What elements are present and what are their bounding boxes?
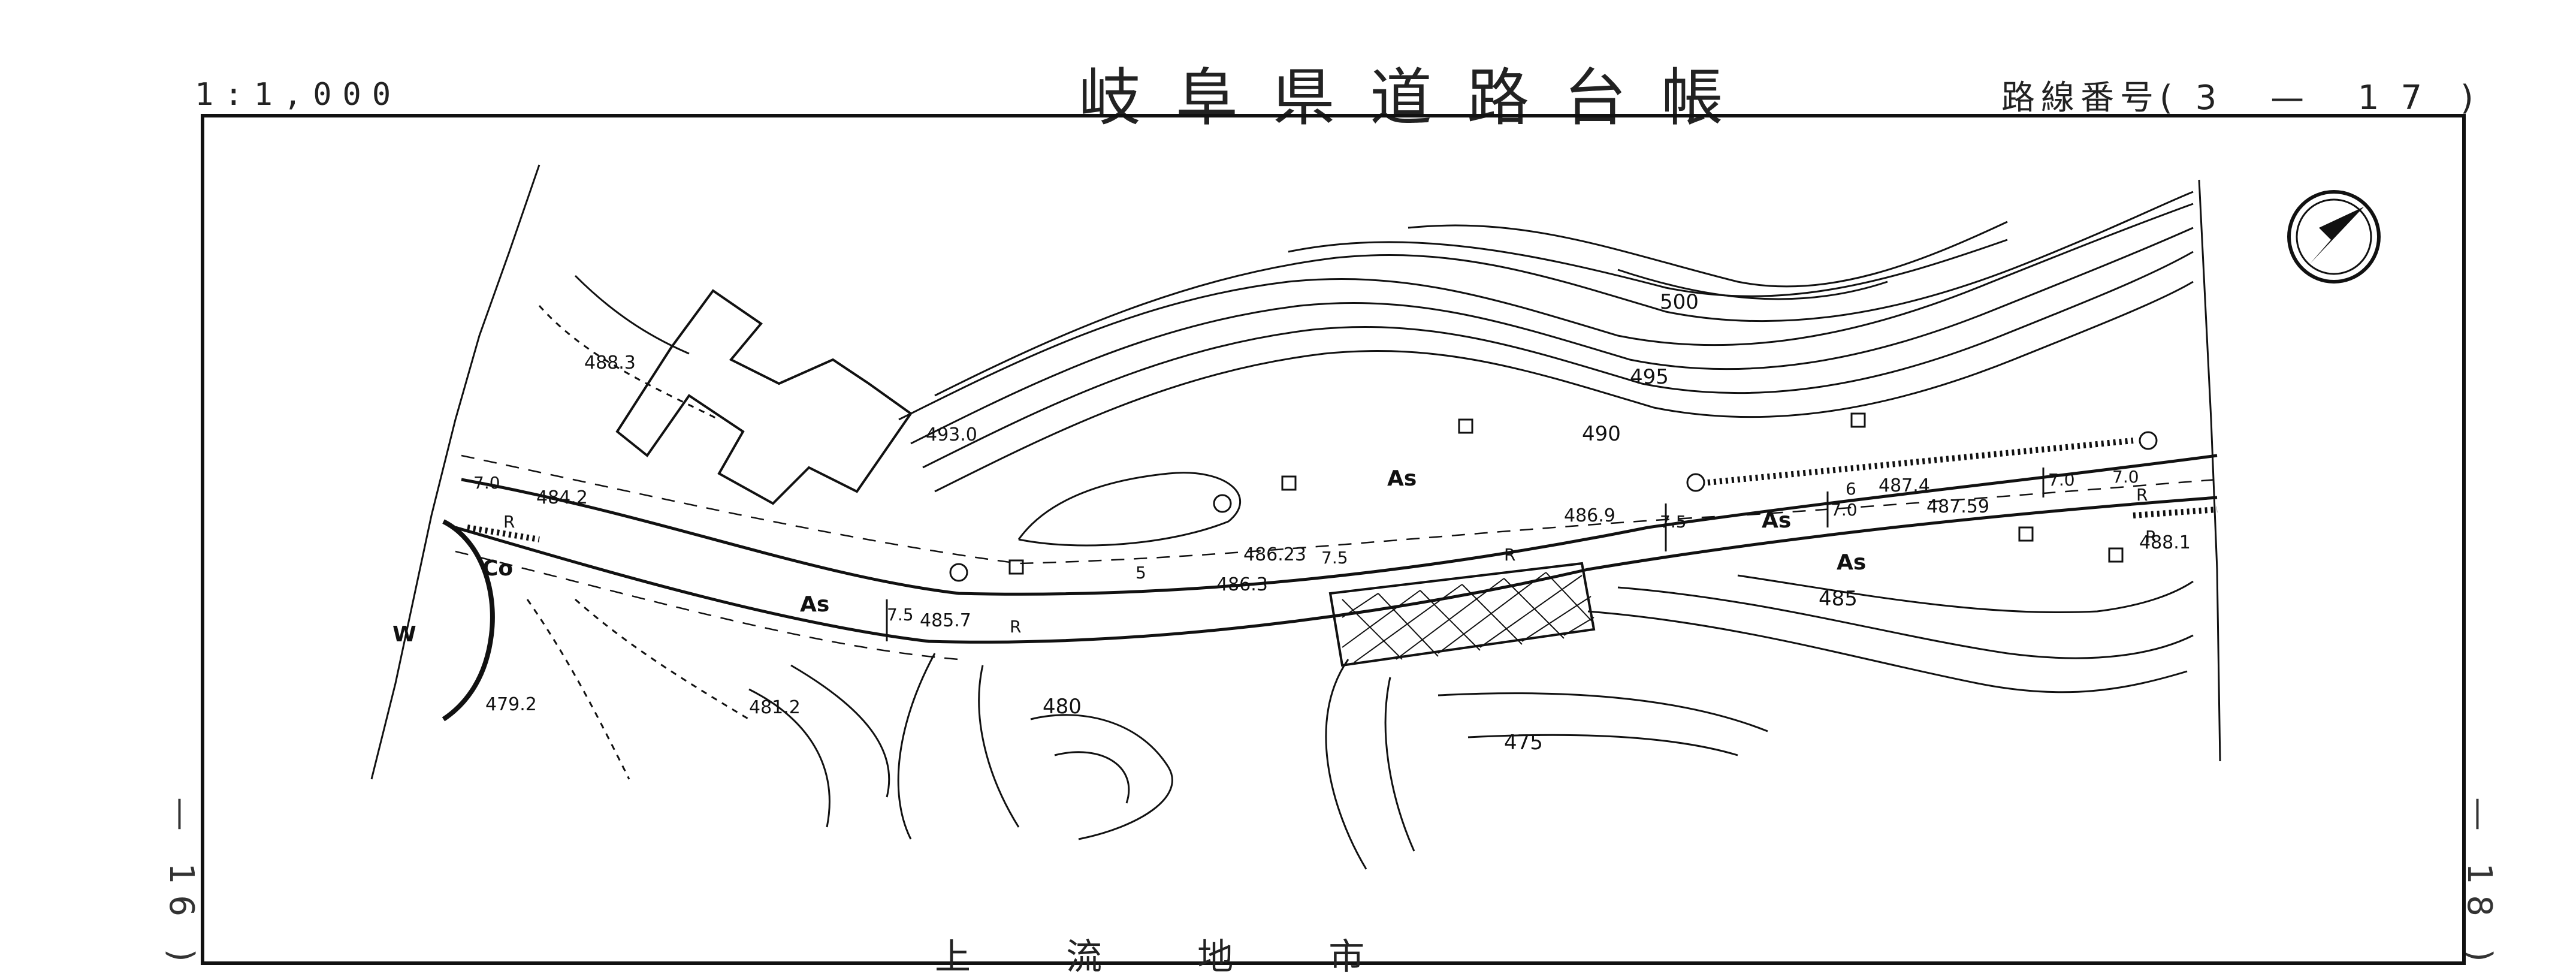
contour-line — [978, 665, 1020, 828]
contour-line — [1288, 239, 2008, 297]
width-label: 7.5 — [887, 605, 914, 625]
catch-basin-icon — [1281, 475, 1297, 491]
right-of-way-line — [455, 550, 959, 661]
manhole-icon — [1686, 473, 1705, 492]
route-number: 路線番号( 3 — 17 ) — [2001, 71, 2480, 119]
elevation-label: 486.23 — [1243, 544, 1306, 565]
contour-line — [1030, 714, 1173, 840]
road-mark: R — [2145, 527, 2157, 547]
surface-label: As — [1387, 466, 1417, 491]
surface-label: As — [800, 592, 829, 617]
contour-line — [790, 664, 890, 798]
width-label: 7.5 — [1321, 548, 1348, 568]
width-label: 5 — [1136, 563, 1146, 583]
elevation-label: 486.3 — [1216, 574, 1268, 595]
route-suffix: ) — [2460, 79, 2480, 117]
elevation-label: 487.4 — [1879, 475, 1930, 496]
contour-line — [910, 227, 2194, 445]
manhole-icon — [1213, 494, 1232, 513]
route-number-value: 3 — 17 — [2195, 79, 2444, 117]
catch-basin-icon — [2108, 547, 2124, 563]
elevation-label: 488.3 — [584, 352, 636, 373]
catch-basin-icon — [2018, 526, 2034, 542]
retaining-pocket — [1017, 472, 1242, 547]
surface-label: As — [1762, 508, 1791, 533]
elevation-label: 493.0 — [926, 424, 977, 445]
lot-line — [575, 598, 750, 720]
road-mark: R — [2136, 485, 2148, 505]
manhole-icon — [949, 563, 968, 582]
contour-label: 485 — [1819, 587, 1858, 611]
contour-line — [1617, 269, 1888, 300]
contour-line — [922, 251, 2194, 469]
surface-label: As — [1837, 550, 1866, 575]
road-centerline — [461, 454, 2218, 565]
contour-line — [1737, 574, 2194, 614]
road-mark: R — [1010, 617, 1021, 637]
survey-boundary-left — [370, 164, 540, 780]
lot-line — [526, 599, 630, 780]
width-label: 7.0 — [1831, 500, 1858, 520]
contour-line — [1617, 586, 2194, 659]
catch-basin-icon — [1850, 412, 1866, 428]
contour-line — [897, 653, 936, 840]
contour-label: 480 — [1043, 695, 1082, 719]
contour-line — [1054, 751, 1130, 804]
lot-line-2 — [574, 275, 690, 355]
guardrail — [2133, 506, 2218, 518]
elevation-label: 487.59 — [1926, 496, 1989, 517]
catch-basin-icon — [1008, 559, 1024, 575]
contour-line — [1384, 677, 1415, 852]
width-label: 6 — [1846, 479, 1856, 499]
hatched-structure — [1328, 562, 1596, 667]
contour-label: 495 — [1630, 365, 1669, 389]
width-label: 7.0 — [2048, 470, 2075, 490]
manhole-icon — [2139, 431, 2158, 450]
width-label: 7.0 — [473, 473, 500, 493]
road-mark: R — [503, 512, 515, 532]
contour-line — [748, 688, 831, 828]
contour-label: 500 — [1660, 290, 1699, 314]
lot-line — [538, 305, 720, 421]
retaining-wall — [442, 519, 495, 722]
contour-line — [1587, 610, 2188, 693]
road-mark: R — [1504, 545, 1515, 565]
elevation-label: 484.2 — [536, 487, 588, 508]
contour-label: 475 — [1504, 731, 1543, 755]
building-outline — [615, 289, 913, 505]
contour-line — [1408, 221, 2008, 288]
surface-label: W — [392, 622, 416, 647]
hatch-pattern — [1342, 572, 1594, 663]
width-label: 7.5 — [1660, 512, 1687, 532]
contour-line — [1325, 659, 1367, 870]
elevation-label: 488.1 — [2139, 532, 2191, 553]
route-prefix: 路線番号( — [2001, 79, 2179, 117]
contour-line — [934, 191, 2194, 397]
guardrail — [467, 524, 540, 542]
map-scale: 1:1,000 — [195, 77, 402, 113]
elevation-label: 479.2 — [485, 694, 537, 715]
elevation-label: 481.2 — [749, 697, 801, 718]
road-edge-north — [461, 454, 2218, 596]
road-map-drawing: 500 495 490 485 480 475 488.3 493.0 484.… — [370, 164, 2381, 870]
page-title: 岐阜県道路台帳 — [1079, 61, 1759, 134]
contour-line — [934, 281, 2194, 493]
contour-line — [1438, 692, 1768, 732]
elevation-label: 485.7 — [920, 610, 971, 631]
contour-label: 490 — [1582, 422, 1621, 446]
partial-area-label: 上 流 地 市 — [935, 936, 1407, 978]
contour-line — [898, 203, 2194, 421]
road-edge-south — [455, 496, 2218, 644]
width-label: 7.0 — [2112, 467, 2139, 487]
catch-basin-icon — [1458, 418, 1473, 434]
survey-boundary-right — [2198, 179, 2221, 762]
surface-label: Co — [482, 556, 513, 581]
north-arrow-icon — [2287, 190, 2381, 284]
elevation-label: 486.9 — [1564, 505, 1615, 526]
contour-line — [1467, 734, 1738, 756]
